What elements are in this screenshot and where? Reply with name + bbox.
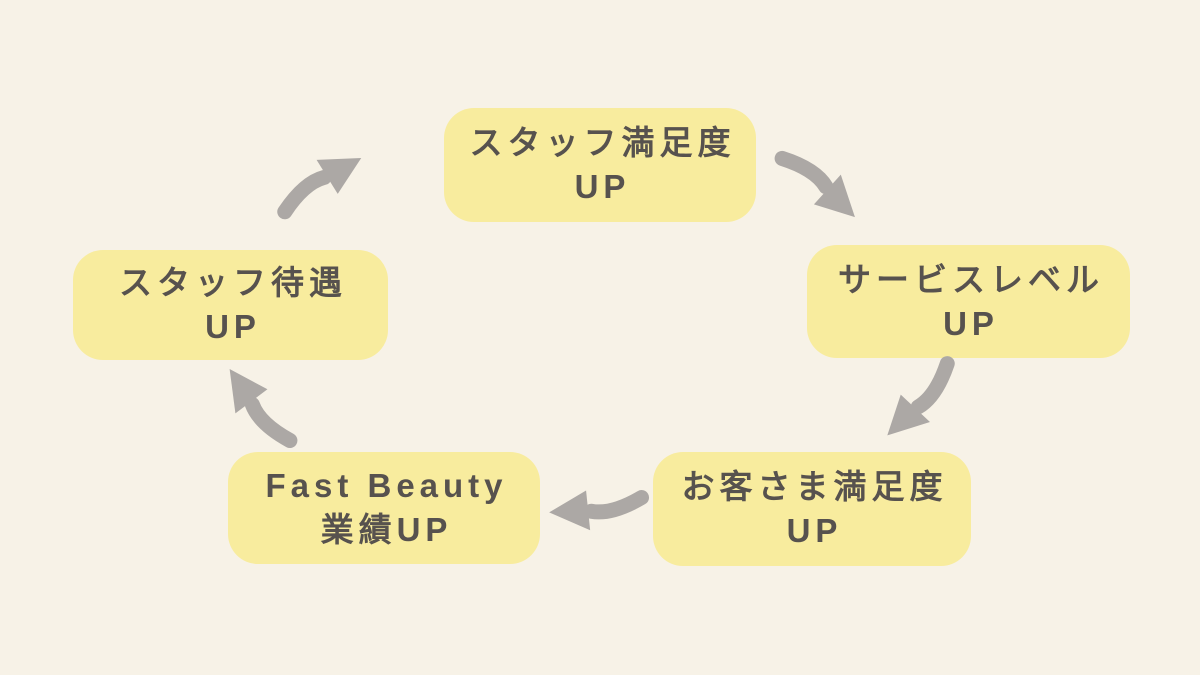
- arrow-fast-beauty-results-to-staff-treatment-icon: [229, 368, 298, 448]
- node-staff-satisfaction-line2: UP: [574, 168, 631, 205]
- node-fast-beauty-results: Fast Beauty 業績UP: [228, 452, 540, 564]
- node-customer-satisfaction-line1: お客さま満足度: [681, 468, 948, 506]
- arrow-service-level-to-customer-satisfaction-icon: [887, 356, 955, 436]
- arrow-staff-satisfaction-to-service-level-icon: [774, 150, 855, 218]
- node-staff-treatment-line1: スタッフ待遇: [119, 264, 347, 302]
- node-fast-beauty-results-line1: Fast Beauty: [265, 467, 508, 505]
- node-staff-satisfaction: スタッフ満足度 UP: [444, 108, 756, 222]
- arrow-staff-treatment-to-staff-satisfaction-icon: [277, 157, 362, 220]
- node-customer-satisfaction-line2: UP: [786, 512, 843, 549]
- node-staff-treatment: スタッフ待遇 UP: [73, 250, 388, 360]
- node-staff-satisfaction-line1: スタッフ満足度: [469, 124, 736, 162]
- node-customer-satisfaction: お客さま満足度 UP: [653, 452, 971, 566]
- node-service-level-line2: UP: [943, 304, 999, 342]
- node-service-level: サービスレベル UP: [807, 245, 1130, 358]
- arrow-customer-satisfaction-to-fast-beauty-results-icon: [549, 490, 650, 531]
- node-staff-treatment-line2: UP: [205, 308, 261, 345]
- node-service-level-line1: サービスレベル: [838, 260, 1104, 298]
- node-fast-beauty-results-line2: 業績UP: [320, 511, 453, 548]
